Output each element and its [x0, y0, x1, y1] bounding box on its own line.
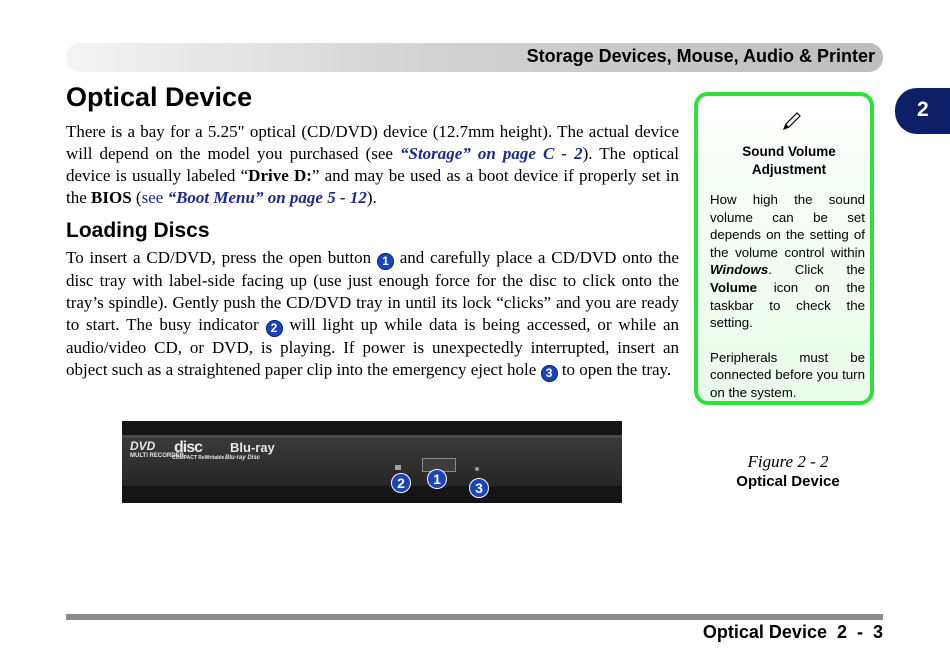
bios-label: BIOS — [91, 188, 132, 207]
intro-text-2: ). The optical device is usually labeled… — [66, 144, 680, 185]
note-text-1: How high the sound volume can be set dep… — [710, 192, 865, 260]
see-text: see — [141, 188, 168, 207]
callout-badge-1: 1 — [376, 253, 394, 270]
storage-link[interactable]: “Storage” on page C - 2 — [400, 144, 583, 163]
drive-label: Drive D: — [248, 166, 312, 185]
volume-label: Volume — [710, 279, 758, 295]
windows-label: Windows — [710, 262, 769, 278]
figure-caption: Figure 2 - 2 — [747, 452, 829, 471]
loading-text-3: will light up while data is being access… — [66, 315, 679, 379]
cd-logo-sub: COMPACT ReWritable — [172, 455, 225, 461]
note-box: Sound Volume Adjustment How high the sou… — [694, 92, 874, 405]
section-heading: Optical Device — [66, 82, 253, 112]
intro-paragraph: There is a bay for a 5.25" optical (CD/D… — [66, 121, 679, 209]
intro-text-4: ( — [131, 188, 142, 207]
loading-text-1: To insert a CD/DVD, press the open butto… — [66, 248, 377, 267]
note-text-4: Peripherals must be connected before you… — [710, 349, 865, 400]
loading-text-2: and carefully place a CD/DVD onto the di… — [66, 248, 679, 334]
dvd-logo-sub: MULTI RECORDER — [130, 453, 184, 459]
drive-faceplate — [122, 438, 622, 486]
busy-indicator-led — [395, 465, 401, 470]
photo-bevel — [122, 435, 622, 438]
intro-text-3: ” and may be used as a boot device if pr… — [66, 166, 680, 207]
bluray-logo: Blu-ray — [230, 440, 275, 455]
footer-page-label: Optical Device 2 - 3 — [702, 622, 883, 642]
cd-logo: disc — [174, 439, 203, 456]
header-title: Storage Devices, Mouse, Audio & Printer — [526, 46, 875, 66]
note-text-2: . Click the — [768, 262, 865, 278]
chapter-tab: 2 — [895, 88, 950, 134]
photo-top-edge — [122, 421, 622, 435]
figure-callout-3: 3 — [470, 479, 488, 497]
loading-paragraph: To insert a CD/DVD, press the open butto… — [66, 247, 679, 382]
figure-title: Optical Device — [736, 473, 840, 490]
dvd-logo: DVD — [130, 439, 156, 453]
figure-callout-2: 2 — [392, 474, 410, 492]
boot-menu-link[interactable]: “Boot Menu” on page 5 - 12 — [167, 188, 367, 207]
optical-drive-photo: DVD MULTI RECORDER disc COMPACT ReWritab… — [122, 421, 622, 503]
note-body: How high the sound volume can be set dep… — [710, 191, 865, 419]
footer-rule — [66, 614, 883, 620]
intro-text-5: ). — [366, 188, 377, 207]
subsection-heading: Loading Discs — [66, 219, 210, 242]
figure-callout-1: 1 — [428, 470, 446, 488]
intro-text-1: There is a bay for a 5.25" optical (CD/D… — [66, 122, 679, 163]
photo-bottom-edge — [122, 486, 622, 503]
callout-badge-2: 2 — [265, 320, 283, 337]
callout-badge-3: 3 — [540, 365, 558, 382]
chapter-number: 2 — [917, 98, 929, 121]
bluray-logo-sub: Blu-ray Disc — [225, 455, 261, 461]
loading-text-4: to open the tray. — [557, 360, 672, 379]
emergency-eject-hole — [475, 467, 479, 471]
note-text-3: icon on the taskbar to check the setting… — [710, 279, 865, 331]
pencil-icon — [782, 112, 801, 131]
note-title: Sound Volume Adjustment — [742, 144, 836, 177]
header-bar: Storage Devices, Mouse, Audio & Printer — [66, 43, 883, 72]
